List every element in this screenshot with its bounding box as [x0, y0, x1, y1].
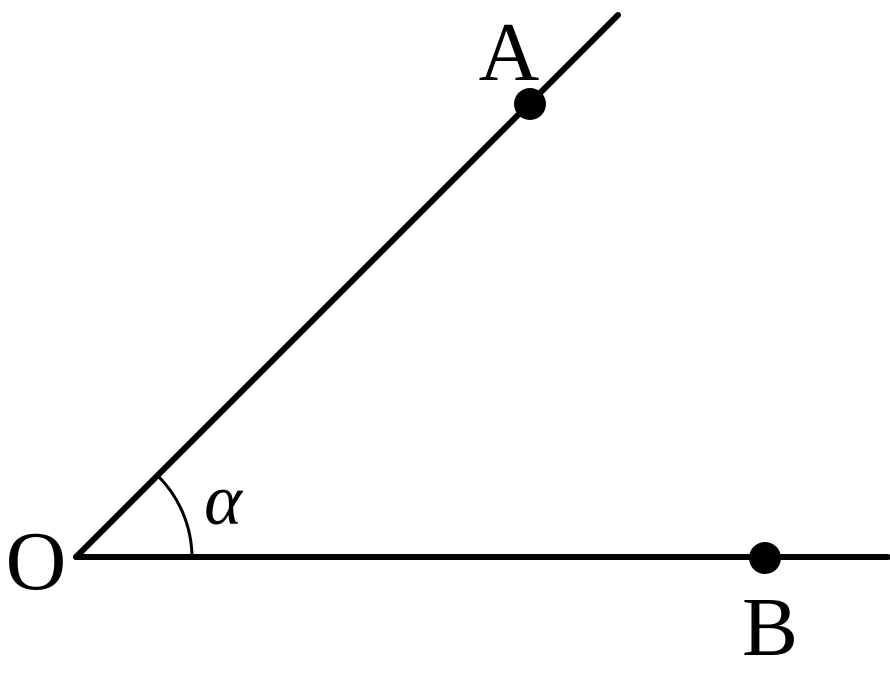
point-a-dot [514, 88, 546, 120]
point-b-dot [749, 542, 781, 574]
label-a: A [479, 6, 540, 99]
label-o: O [6, 515, 67, 608]
angle-arc [156, 474, 194, 558]
label-alpha: α [204, 460, 243, 540]
label-b: B [742, 581, 798, 674]
